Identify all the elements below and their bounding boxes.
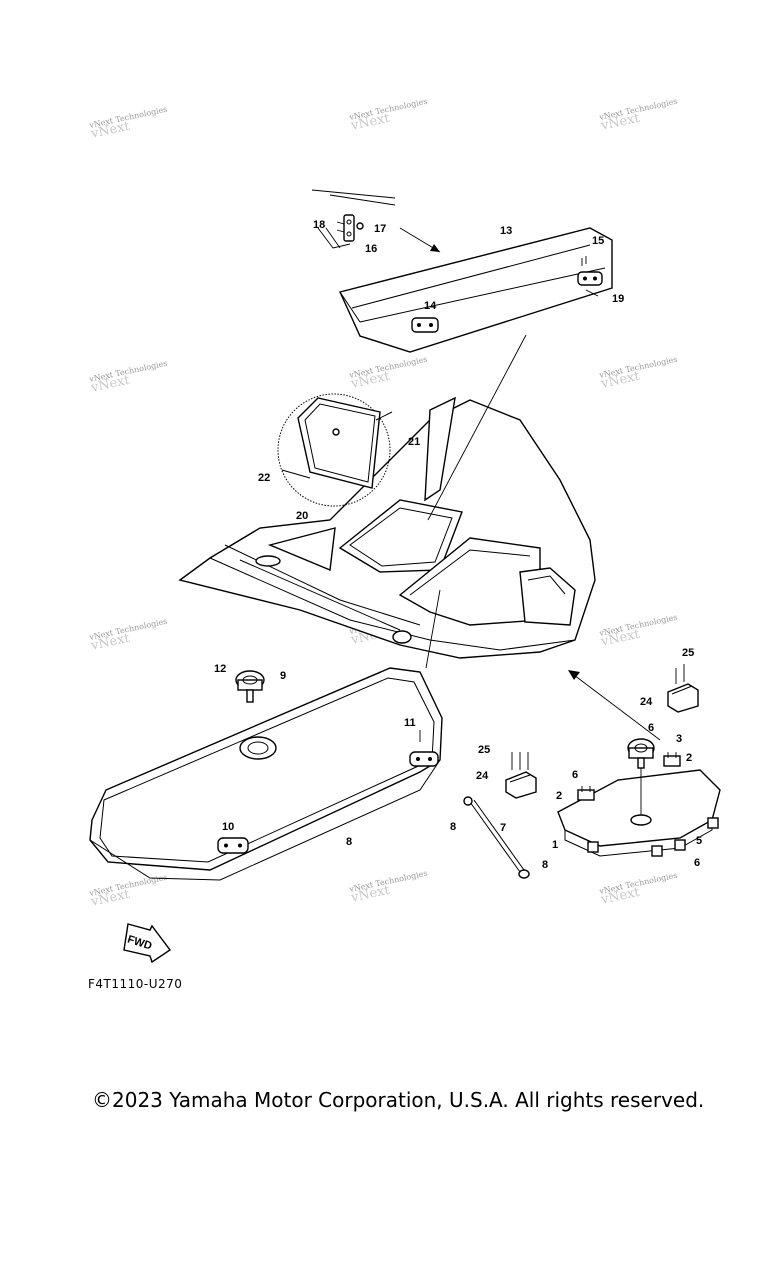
callout-25: 25 — [478, 744, 490, 756]
latch-24-lower — [505, 752, 537, 799]
callout-18: 17 — [374, 223, 386, 235]
callout-10: 10 — [222, 821, 234, 833]
callout-19: 18 — [313, 219, 325, 231]
callout-15: 14 — [424, 300, 437, 312]
callout-13: 8 — [346, 836, 352, 848]
detail-circle — [277, 393, 393, 507]
callout-24b: 24 — [640, 696, 653, 708]
callout-9: 9 — [280, 670, 286, 682]
callout-21: 20 — [296, 510, 308, 522]
callout-22: 21 — [408, 436, 420, 448]
callout-7: 7 — [500, 822, 506, 834]
plate-1 — [557, 769, 721, 857]
fwd-arrow: FWD — [123, 923, 172, 964]
cap-12 — [235, 670, 265, 703]
callout-17: 16 — [365, 243, 377, 255]
callout-2b: 2 — [686, 752, 692, 764]
callout-3: 6 — [572, 769, 578, 781]
callout-8b: 8 — [542, 859, 548, 871]
lid-9 — [89, 667, 443, 881]
callout-16: 15 — [592, 235, 604, 247]
callout-1: 1 — [552, 839, 558, 851]
hull-body — [178, 396, 596, 659]
bracket-right — [663, 752, 681, 767]
callout-12: 12 — [214, 663, 226, 675]
cable-7 — [463, 796, 530, 879]
lid-14 — [339, 227, 613, 353]
callout-20: 19 — [612, 293, 624, 305]
callout-14: 13 — [500, 225, 512, 237]
diagram-code: F4T1110-U270 — [88, 977, 183, 991]
callout-23: 22 — [258, 472, 270, 484]
callout-24: 24 — [476, 770, 489, 782]
callout-8: 8 — [450, 821, 456, 833]
cap-4 — [627, 738, 655, 769]
callout-labels: 13 15 19 14 18 17 16 21 22 20 12 9 11 10… — [214, 219, 702, 871]
callout-11: 11 — [404, 717, 416, 729]
latch-24-upper — [667, 664, 699, 713]
direction-arrow — [569, 671, 661, 741]
callout-6: 6 — [694, 857, 700, 869]
callout-25b: 25 — [682, 647, 694, 659]
copyright-text: ©2023 Yamaha Motor Corporation, U.S.A. A… — [92, 1088, 705, 1112]
callout-2: 2 — [556, 790, 562, 802]
hinge-detail — [311, 189, 396, 249]
bracket-left — [577, 786, 595, 801]
callout-5: 5 — [696, 835, 702, 847]
callout-4: 6 — [648, 722, 654, 734]
callout-3b: 3 — [676, 733, 682, 745]
